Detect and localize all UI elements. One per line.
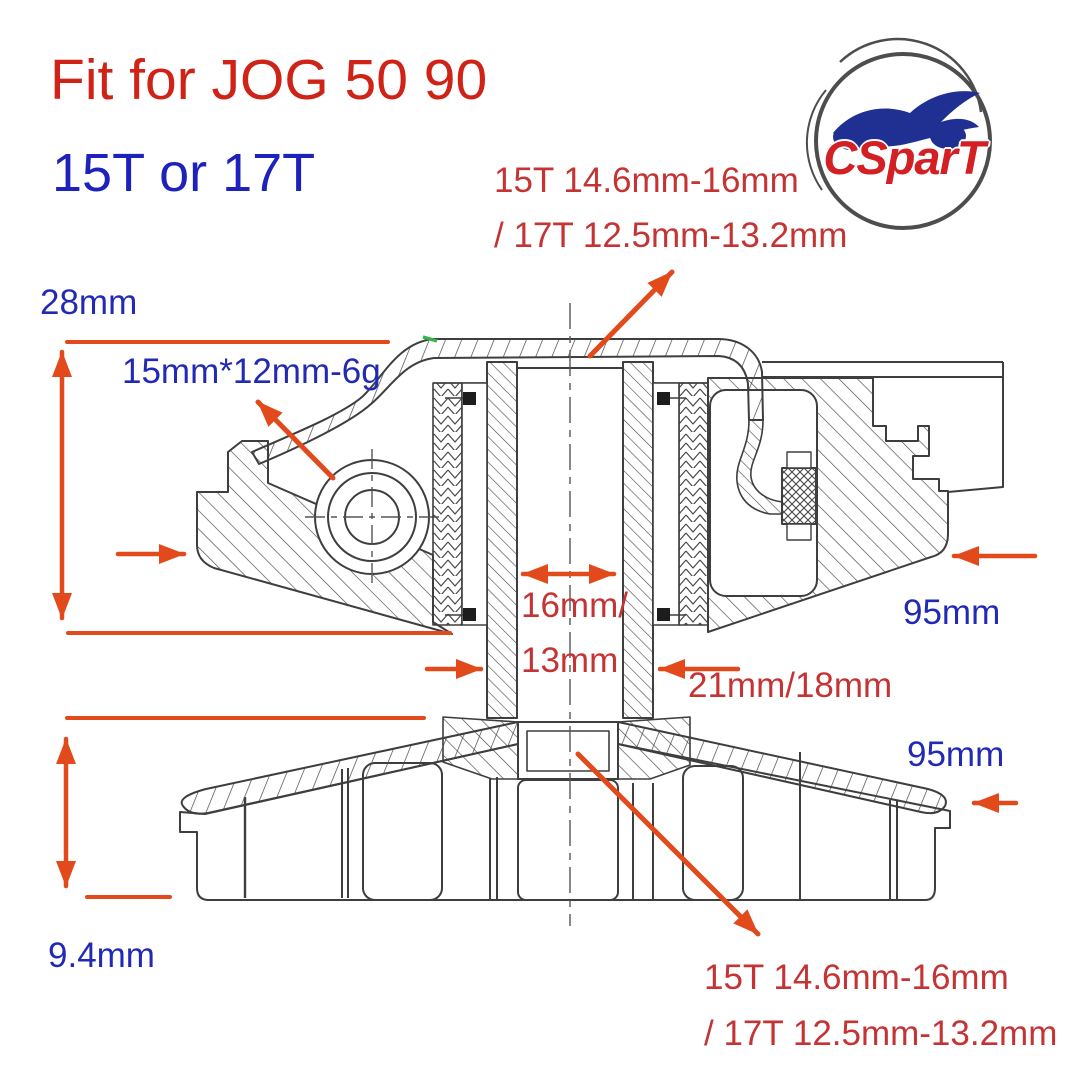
motorcycle-icon (833, 91, 980, 150)
dim-bore-line1: 16mm/ (521, 586, 628, 625)
brand-wordmark: CSparT (823, 131, 985, 184)
right-flange-lines (762, 361, 1004, 493)
dim-bore-line2: 13mm (521, 641, 619, 680)
green-tick (422, 335, 438, 343)
bearing-columns (432, 382, 709, 626)
dim-upper-95mm: 95mm (903, 593, 1001, 632)
top-spec-line1: 15T 14.6mm-16mm (494, 161, 799, 200)
upper-pulley-section (196, 338, 1004, 719)
dim-roller-spec: 15mm*12mm-6g (122, 352, 381, 391)
arrow-roller-spec (255, 399, 336, 481)
sleeve-right-wall (622, 361, 654, 719)
lower-face-left (180, 721, 519, 815)
seal-squares (463, 392, 670, 621)
brand-logo (805, 37, 992, 230)
lower-body-outline (179, 743, 951, 901)
bottom-spec-line1: 15T 14.6mm-16mm (704, 958, 1009, 997)
dim-9-4mm: 9.4mm (48, 936, 155, 975)
page-title: Fit for JOG 50 90 (50, 48, 488, 112)
lower-pulley-section (179, 716, 951, 901)
dim-lower-95mm: 95mm (907, 735, 1005, 774)
sleeve-left-wall (486, 361, 518, 719)
seal-crosshatch (781, 467, 817, 525)
lower-face-right (617, 721, 947, 815)
fan-ribs (243, 752, 898, 901)
bottom-spec-line2: / 17T 12.5mm-13.2mm (704, 1014, 1058, 1053)
dimension-annotations (52, 269, 1038, 937)
arrow-top-spec (587, 269, 675, 359)
top-spec-line2: / 17T 12.5mm-13.2mm (494, 216, 848, 255)
ramp-plate-band (251, 338, 764, 465)
page-subtitle: 15T or 17T (52, 143, 316, 203)
logo-circle (814, 52, 992, 230)
arrow-bottom-spec (575, 751, 761, 937)
roller-weight (305, 449, 440, 585)
dim-28mm: 28mm (40, 283, 138, 322)
dim-sleeve-spec: 21mm/18mm (688, 666, 893, 705)
